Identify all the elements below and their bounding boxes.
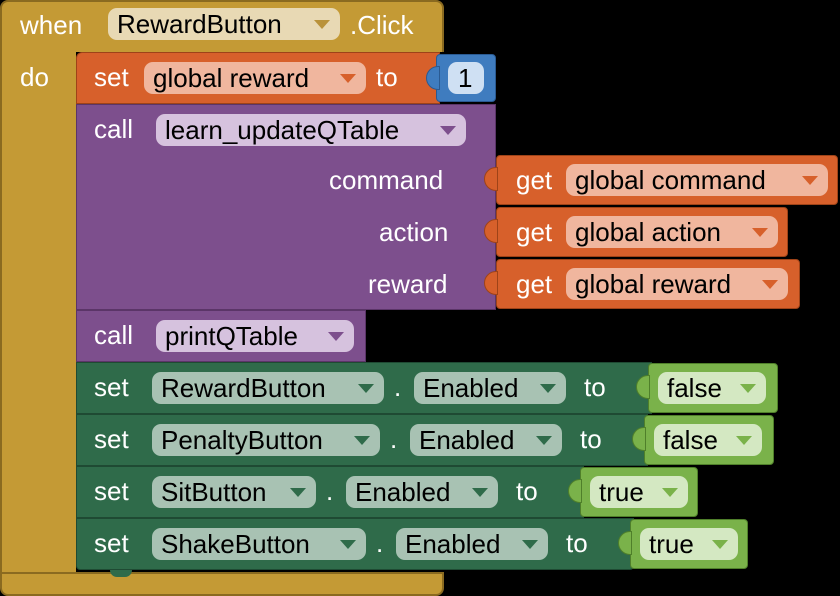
event-when-label: when [20,10,83,40]
event-block-footer[interactable] [0,572,444,596]
property-dropdown[interactable]: Enabled [414,372,566,404]
chevron-down-icon [752,228,768,237]
property-label: Enabled [419,425,515,455]
dot-label: . [390,424,398,454]
get-command-dropdown[interactable]: global command [566,164,828,196]
call-label: call [94,320,134,350]
set-label: set [94,476,129,506]
chevron-down-icon [358,384,374,393]
chevron-down-icon [712,540,728,549]
boolean-value: true [599,477,644,507]
set-var-dropdown[interactable]: global reward [144,62,366,94]
event-suffix-label: .Click [350,10,414,40]
chevron-down-icon [536,436,552,445]
component-dropdown[interactable]: SitButton [152,476,316,508]
chevron-down-icon [340,74,356,83]
chevron-down-icon [328,332,344,341]
component-label: PenaltyButton [161,425,323,455]
boolean-dropdown[interactable]: true [640,528,738,560]
get-label: get [516,165,553,195]
boolean-value: true [649,529,694,559]
property-dropdown[interactable]: Enabled [410,424,562,456]
chevron-down-icon [314,20,330,29]
property-label: Enabled [405,529,501,559]
boolean-value: false [663,425,718,455]
component-dropdown[interactable]: PenaltyButton [152,424,380,456]
get-reward-var: global reward [575,269,732,299]
chevron-down-icon [290,488,306,497]
chevron-down-icon [540,384,556,393]
get-action-dropdown[interactable]: global action [566,216,778,248]
chevron-down-icon [340,540,356,549]
chevron-down-icon [740,384,756,393]
component-label: ShakeButton [161,529,310,559]
set-label: set [94,528,129,558]
chevron-down-icon [522,540,538,549]
get-label: get [516,269,553,299]
chevron-down-icon [662,488,678,497]
number-field[interactable]: 1 [448,62,484,94]
chevron-down-icon [472,488,488,497]
print-procedure-label: printQTable [165,321,298,351]
event-do-label: do [20,62,49,92]
set-to-label: to [376,62,398,92]
dot-label: . [326,476,334,506]
property-dropdown[interactable]: Enabled [346,476,498,508]
property-label: Enabled [423,373,519,403]
chevron-down-icon [440,126,456,135]
call-label: call [94,114,134,144]
number-value: 1 [458,63,473,93]
to-label: to [580,424,602,454]
component-label: SitButton [161,477,267,507]
chevron-down-icon [354,436,370,445]
get-label: get [516,217,553,247]
event-block-body[interactable] [0,50,76,580]
boolean-dropdown[interactable]: true [590,476,688,508]
print-procedure-dropdown[interactable]: printQTable [156,320,354,352]
procedure-dropdown[interactable]: learn_updateQTable [156,114,466,146]
dot-label: . [376,528,384,558]
boolean-dropdown[interactable]: false [654,424,762,456]
set-label: set [94,372,129,402]
component-dropdown[interactable]: ShakeButton [152,528,366,560]
arg-reward-label: reward [368,269,448,299]
property-dropdown[interactable]: Enabled [396,528,548,560]
get-action-var: global action [575,217,721,247]
get-command-var: global command [575,165,766,195]
chevron-down-icon [736,436,752,445]
arg-command-label: command [329,165,444,195]
set-label: set [94,424,129,454]
component-dropdown[interactable]: RewardButton [152,372,384,404]
procedure-label: learn_updateQTable [165,115,400,145]
boolean-dropdown[interactable]: false [658,372,766,404]
component-label: RewardButton [161,373,326,403]
block-connector-notch [110,570,132,577]
set-label: set [94,62,129,92]
dot-label: . [394,372,402,402]
to-label: to [566,528,588,558]
event-component-label: RewardButton [117,9,282,39]
boolean-value: false [667,373,722,403]
event-component-dropdown[interactable]: RewardButton [108,8,340,40]
to-label: to [516,476,538,506]
arg-action-label: action [379,217,449,247]
chevron-down-icon [802,176,818,185]
chevron-down-icon [762,280,778,289]
set-var-label: global reward [153,63,310,93]
get-reward-dropdown[interactable]: global reward [566,268,788,300]
to-label: to [584,372,606,402]
property-label: Enabled [355,477,451,507]
